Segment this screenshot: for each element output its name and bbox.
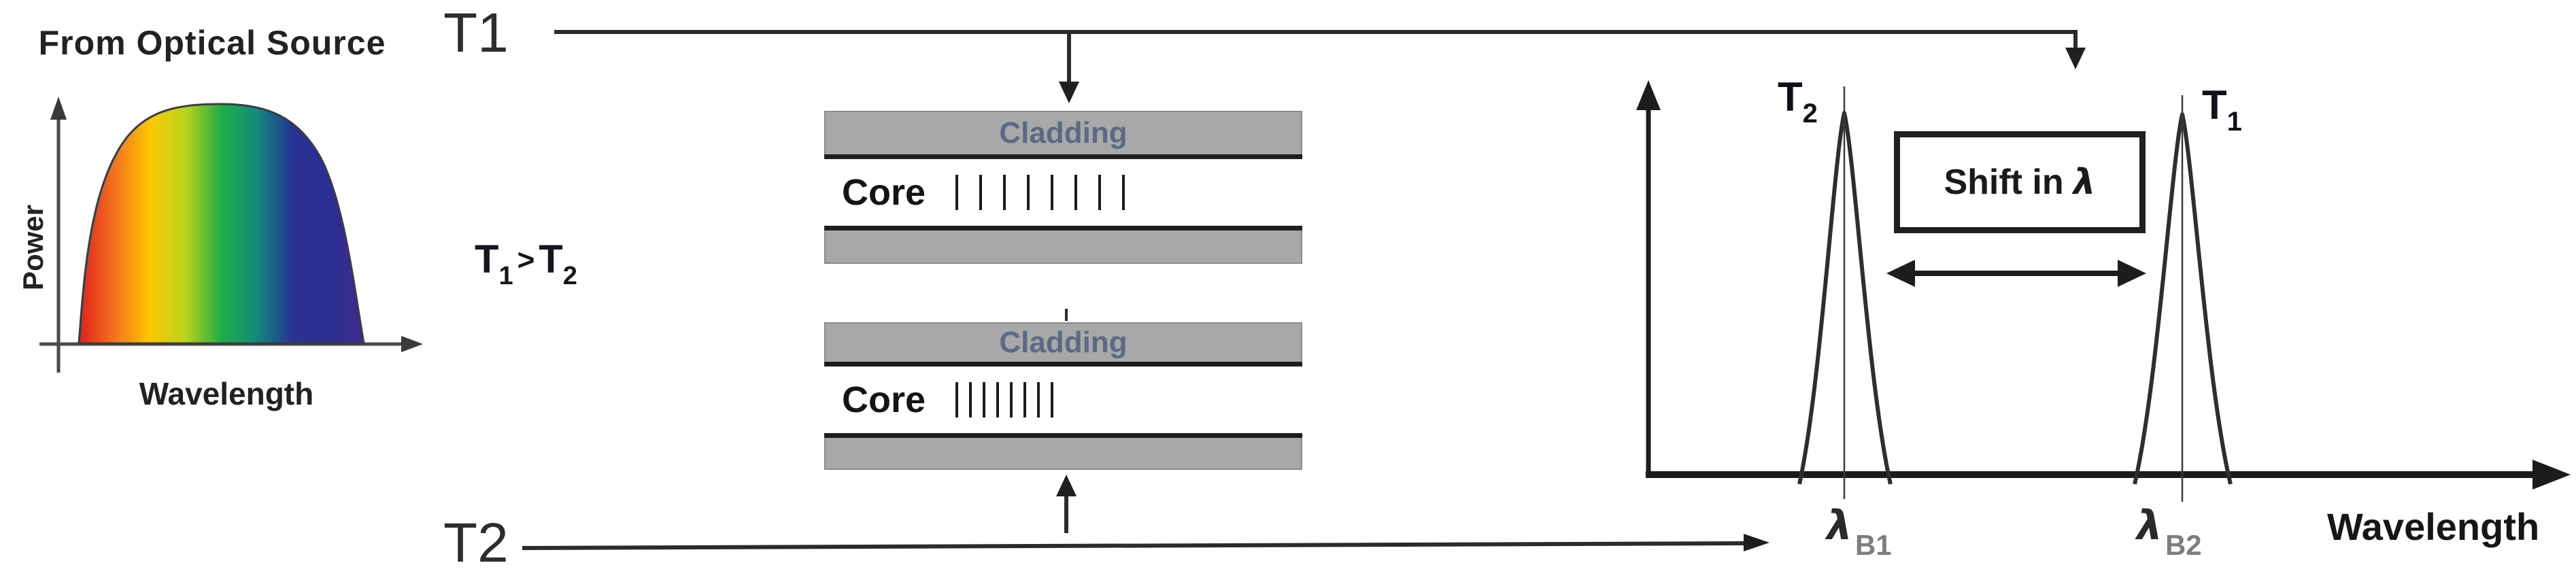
power-axis-label: Power [17,204,49,291]
t2-route [522,475,1769,551]
lambda-icon: λ [2073,162,2096,203]
fiber2-cladding-label: Cladding [999,326,1128,359]
greater-than-sign: > [517,243,535,277]
output-wavelength-axis-label: Wavelength [2327,505,2540,548]
lambda-b2-label: λB2 [2137,502,2202,561]
fiber2-core: Core [824,362,1302,438]
fiber1-core-label: Core [842,172,926,213]
peak-t1-base: T [2202,82,2227,128]
fiber1-cladding-bottom [824,231,1302,264]
spectrum-wavelength-axis-label: Wavelength [139,376,314,411]
output-plot-axes [1636,80,2571,490]
temperature-relation: T1>T2 [475,237,577,290]
fiber-section-t1: Cladding Core [824,111,1302,264]
t1-subscript: 1 [498,261,513,290]
t2-input-label: T2 [443,512,509,574]
lambda-b2-symbol: λ [2137,502,2163,549]
peak-t2-sub: 2 [1802,99,1818,129]
fiber2-bragg-grating [955,366,1054,433]
peak-t2-label: T2 [1778,73,1818,129]
t1-input-label: T1 [443,2,509,64]
lambda-b2-subscript: B2 [2165,529,2202,561]
t1-symbol: T [475,237,499,282]
lambda-b1-subscript: B1 [1854,529,1892,561]
lambda-b1-label: λB1 [1827,502,1892,561]
shift-box-text: Shift in [1944,163,2064,202]
fiber2-core-label: Core [842,379,926,420]
fiber2-cladding-top: Cladding [824,322,1302,362]
fiber-section-t2: Cladding Core [824,322,1302,470]
source-spectrum-curve [78,103,365,345]
t2-subscript: 2 [562,261,577,290]
fiber2-cladding-bottom [824,438,1302,470]
bragg-peaks [1797,86,2233,502]
lambda-b1-symbol: λ [1827,502,1852,549]
shift-in-lambda-box: Shift in λ [1894,131,2146,233]
t2-symbol: T [539,237,563,282]
peak-t1-sub: 1 [2226,107,2242,137]
fiber1-core: Core [824,154,1302,231]
peak-t1-label: T1 [2202,82,2242,137]
fiber1-cladding-top: Cladding [824,111,1302,154]
shift-double-arrow [1886,260,2146,287]
t1-route [554,30,2086,103]
optical-source-title: From Optical Source [38,24,386,62]
peak-t2-base: T [1778,74,1803,120]
fiber1-cladding-label: Cladding [999,116,1128,150]
fiber1-bragg-grating [955,159,1125,226]
